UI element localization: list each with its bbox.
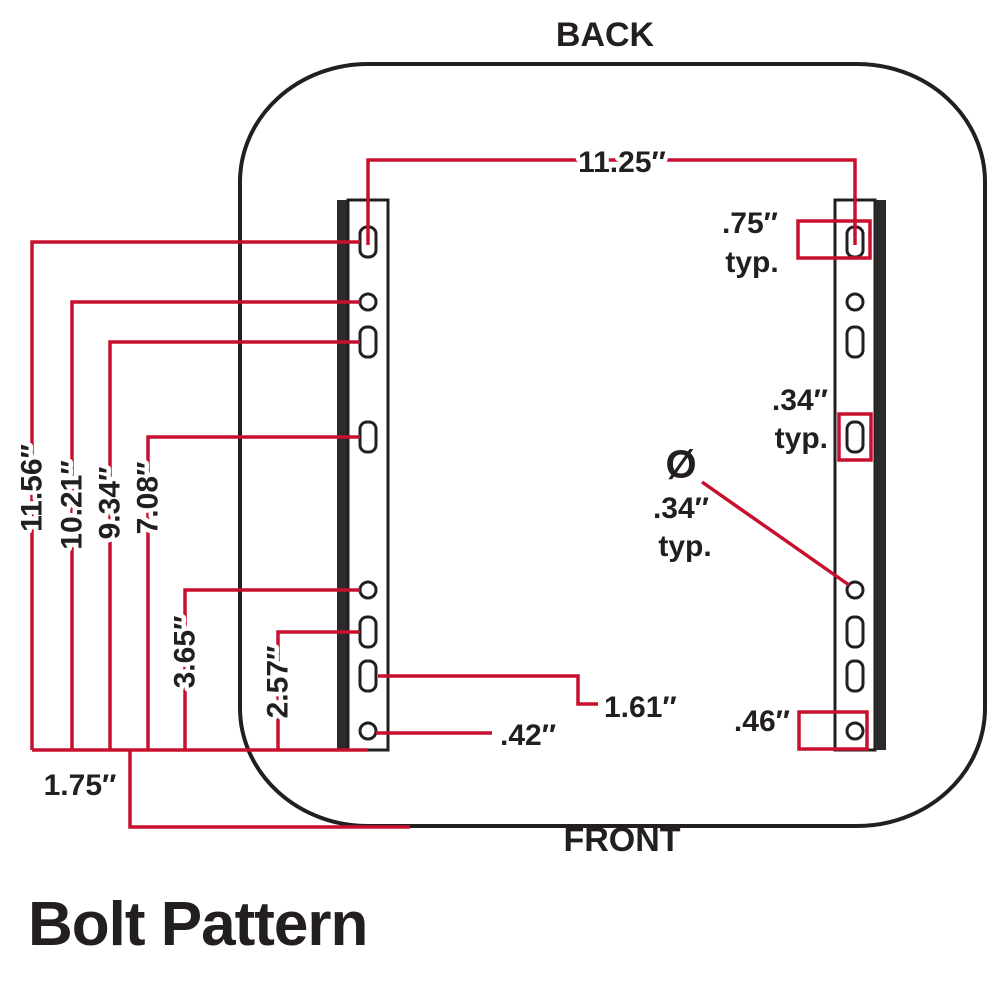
dim-line-9-34: [108, 340, 360, 750]
seat-base-shape: [238, 62, 987, 828]
right-rail: [833, 198, 886, 752]
dim-label-0-42: .42″: [500, 719, 556, 752]
dim-line-11-56: [30, 240, 360, 750]
bolt-hole: [358, 580, 378, 600]
dim-line-top-width: [366, 158, 857, 245]
dim-label-9-34: 9.34″: [94, 467, 127, 540]
dim-label-10-21: 10.21″: [56, 460, 89, 549]
dim-label-11-56: 11.56″: [16, 444, 49, 532]
bolt-slot: [358, 659, 378, 693]
dim-line-1-61: [378, 674, 598, 706]
seat-outline: [238, 62, 987, 828]
dim-label-diameter: .34″: [653, 492, 709, 525]
dim-label-slot-width: .34″: [772, 384, 828, 417]
dim-leader-diameter: [700, 480, 851, 587]
dim-label-3-65: 3.65″: [169, 616, 202, 689]
bolt-hole: [845, 580, 865, 600]
page-title: Bolt Pattern: [28, 890, 367, 959]
back-label: BACK: [556, 16, 655, 54]
dim-line-3-65: [183, 588, 360, 750]
bolt-slot: [845, 659, 865, 693]
dim-label-1-75: 1.75″: [44, 769, 117, 802]
dim-label-diameter-typ: typ.: [658, 530, 711, 563]
bolt-slot: [358, 420, 378, 454]
dim-line-2-57: [276, 630, 360, 750]
bolt-hole: [845, 292, 865, 312]
diameter-symbol: Ø: [665, 443, 696, 487]
bolt-hole: [358, 292, 378, 312]
diagram-labels: BACK FRONT 11.25″ .75″ typ. .34″ typ. Ø …: [11, 16, 833, 959]
dim-label-1-61: 1.61″: [604, 691, 677, 724]
dim-bracket-slot-width: [837, 412, 873, 462]
dim-label-2-57: 2.57″: [262, 646, 295, 719]
dim-label-7-08: 7.08″: [132, 462, 165, 535]
dim-label-bottom-hole: .46″: [734, 705, 790, 738]
bolt-slot: [845, 615, 865, 649]
bolt-slot: [358, 325, 378, 359]
dim-label-top-width: 11.25″: [578, 146, 666, 179]
dim-bracket-bottom-hole: [797, 710, 869, 751]
bolt-slot: [845, 420, 865, 454]
dimension-lines: [30, 158, 873, 829]
dim-line-1-75: [128, 750, 410, 829]
front-label: FRONT: [563, 821, 680, 859]
dim-line-10-21: [70, 300, 360, 750]
dim-label-slot-width-typ: typ.: [775, 422, 828, 455]
left-rail: [337, 198, 390, 752]
right-rail-bar: [875, 200, 886, 750]
dim-line-7-08: [146, 435, 360, 750]
dim-label-slot-length-typ: typ.: [725, 246, 778, 279]
bolt-slot: [845, 325, 865, 359]
dim-label-slot-length: .75″: [722, 207, 778, 240]
bolt-slot: [358, 615, 378, 649]
bolt-hole: [845, 721, 865, 741]
dim-bracket-slot-length: [796, 219, 872, 260]
bolt-hole: [358, 721, 378, 741]
left-rail-bar: [337, 200, 348, 750]
